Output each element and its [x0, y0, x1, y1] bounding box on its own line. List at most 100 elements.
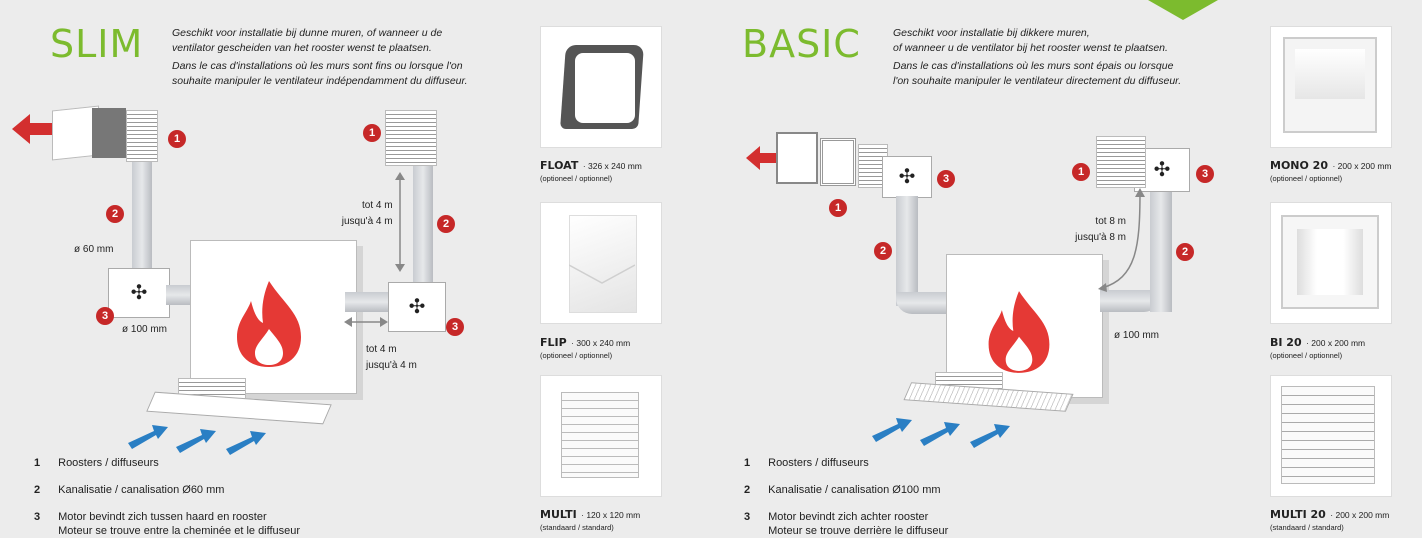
- distance-arrow-vertical-icon: [395, 172, 405, 272]
- legend-text: Kanalisatie / canalisation Ø100 mm: [768, 484, 941, 496]
- distance-arrow-horizontal-icon: [344, 317, 388, 327]
- basic-distance-nl: tot 8 m: [1095, 216, 1126, 227]
- basic-legend-item-2: 2 Kanalisatie / canalisation Ø100 mm: [744, 483, 948, 497]
- basic-duct-elbow-left: [896, 292, 954, 314]
- product-note: (standaard / standard): [540, 523, 614, 532]
- slim-grille-frame: [92, 108, 126, 158]
- product-multi20-label: MULTI 20 · 200 x 200 mm (standaard / sta…: [1270, 508, 1390, 532]
- badge-1: 1: [363, 124, 381, 142]
- badge-2: 2: [106, 205, 124, 223]
- legend-text-nl: Motor bevindt zich tussen haard en roost…: [58, 511, 267, 523]
- flip-cover: [569, 215, 637, 313]
- basic-intake-arrows-icon: [872, 418, 1010, 448]
- basic-diameter-100: ø 100 mm: [1114, 330, 1160, 341]
- slim-duct-horizontal-right: [345, 292, 390, 312]
- product-size: 120 x 120 mm: [586, 510, 641, 520]
- product-name: BI 20: [1270, 336, 1302, 349]
- slim-legend-item-3: 3 Motor bevindt zich tussen haard en roo…: [34, 510, 300, 538]
- product-image-bi20: [1270, 202, 1392, 324]
- flame-icon: [988, 291, 1050, 373]
- product-size: 200 x 200 mm: [1311, 338, 1366, 348]
- fan-icon: ✣: [408, 296, 426, 318]
- legend-text: Motor bevindt zich tussen haard en roost…: [58, 510, 300, 538]
- slim-distance-bottom: tot 4 m jusqu'à 4 m: [366, 342, 417, 374]
- basic-distance: tot 8 m jusqu'à 8 m: [1070, 214, 1126, 246]
- product-bi20-label: BI 20 · 200 x 200 mm (optioneel / option…: [1270, 336, 1366, 360]
- legend-number: 2: [34, 484, 41, 496]
- badge-3: 3: [96, 307, 114, 325]
- float-cover: [575, 53, 635, 123]
- bi20-flaps: [1297, 229, 1363, 295]
- product-name: FLOAT: [540, 159, 579, 172]
- legend-number: 1: [34, 457, 41, 469]
- product-note: (optioneel / optionnel): [540, 174, 613, 183]
- flame-icon: [237, 281, 301, 367]
- product-image-multi: [540, 375, 662, 497]
- product-name: MONO 20: [1270, 159, 1328, 172]
- product-flip-label: FLIP · 300 x 240 mm (optioneel / optionn…: [540, 336, 631, 360]
- basic-duct-elbow-right: [1100, 290, 1160, 312]
- badge-3: 3: [446, 318, 464, 336]
- slim-distance-top-nl: tot 4 m: [362, 200, 393, 211]
- slim-distance-top-fr: jusqu'à 4 m: [341, 216, 393, 227]
- basic-legend-item-3: 3 Motor bevindt zich achter rooster Mote…: [744, 510, 948, 538]
- basic-grille-inner: [820, 138, 856, 186]
- slim-legend: 1 Roosters / diffuseurs 2 Kanalisatie / …: [34, 456, 300, 538]
- slim-legend-item-1: 1 Roosters / diffuseurs: [34, 456, 300, 470]
- slim-diameter-60: ø 60 mm: [74, 244, 114, 255]
- slim-title: SLIM: [50, 22, 144, 66]
- badge-2: 2: [1176, 243, 1194, 261]
- badge-3: 3: [937, 170, 955, 188]
- product-size: 200 x 200 mm: [1335, 510, 1390, 520]
- legend-text: Kanalisatie / canalisation Ø60 mm: [58, 484, 225, 496]
- badge-1: 1: [1072, 163, 1090, 181]
- basic-grille-right: [1096, 136, 1146, 188]
- basic-duct-left: [896, 196, 918, 306]
- legend-number: 1: [744, 457, 751, 469]
- slim-duct-right: [413, 166, 433, 284]
- product-note: (optioneel / optionnel): [1270, 174, 1343, 183]
- legend-text: Roosters / diffuseurs: [768, 457, 869, 469]
- slim-desc-nl-2: ventilator gescheiden van het rooster we…: [172, 42, 432, 54]
- basic-desc-nl-2: of wanneer u de ventilator bij het roost…: [893, 42, 1168, 54]
- multi20-grille: [1281, 386, 1375, 484]
- badge-1: 1: [829, 199, 847, 217]
- flip-fold-icon: [569, 264, 635, 284]
- multi-grille: [561, 392, 639, 478]
- badge-3: 3: [1196, 165, 1214, 183]
- slim-duct-left: [132, 162, 152, 270]
- fireplace-box: [190, 240, 357, 394]
- fan-icon: ✣: [898, 166, 916, 188]
- legend-text-fr: Moteur se trouve derrière le diffuseur: [768, 525, 949, 537]
- product-float-label: FLOAT · 326 x 240 mm (optioneel / option…: [540, 159, 642, 183]
- basic-description: Geschikt voor installatie bij dikkere mu…: [893, 26, 1181, 89]
- product-note: (standaard / standard): [1270, 523, 1344, 532]
- slim-description: Geschikt voor installatie bij dunne mure…: [172, 26, 468, 89]
- legend-number: 3: [744, 511, 751, 523]
- slim-desc-fr-2: souhaite manipuler le ventilateur indépe…: [172, 75, 468, 87]
- fan-icon: ✣: [130, 282, 148, 304]
- basic-desc-fr-1: Dans le cas d'installations où les murs …: [893, 60, 1174, 72]
- mono20-flap: [1295, 49, 1365, 99]
- slim-desc-fr-1: Dans le cas d'installations où les murs …: [172, 60, 463, 72]
- product-image-flip: [540, 202, 662, 324]
- product-note: (optioneel / optionnel): [1270, 351, 1343, 360]
- slim-fan-box-right: ✣: [388, 282, 446, 332]
- slim-grille-right: [385, 110, 437, 166]
- slim-distance-top: tot 4 m jusqu'à 4 m: [342, 198, 393, 230]
- legend-text: Motor bevindt zich achter rooster Moteur…: [768, 510, 948, 538]
- legend-text: Roosters / diffuseurs: [58, 457, 159, 469]
- basic-fan-box-left: ✣: [882, 156, 932, 198]
- slim-diameter-100: ø 100 mm: [122, 324, 168, 335]
- slim-fan-box-left: ✣: [108, 268, 170, 318]
- product-image-float: [540, 26, 662, 148]
- slim-desc-nl-1: Geschikt voor installatie bij dunne mure…: [172, 27, 443, 39]
- basic-title: BASIC: [742, 22, 861, 66]
- slim-distance-bottom-nl: tot 4 m: [366, 344, 397, 355]
- basic-legend: 1 Roosters / diffuseurs 2 Kanalisatie / …: [744, 456, 948, 538]
- slim-distance-bottom-fr: jusqu'à 4 m: [366, 360, 417, 371]
- product-name: MULTI 20: [1270, 508, 1326, 521]
- basic-distance-fr: jusqu'à 8 m: [1075, 232, 1126, 243]
- basic-legend-item-1: 1 Roosters / diffuseurs: [744, 456, 948, 470]
- product-name: MULTI: [540, 508, 577, 521]
